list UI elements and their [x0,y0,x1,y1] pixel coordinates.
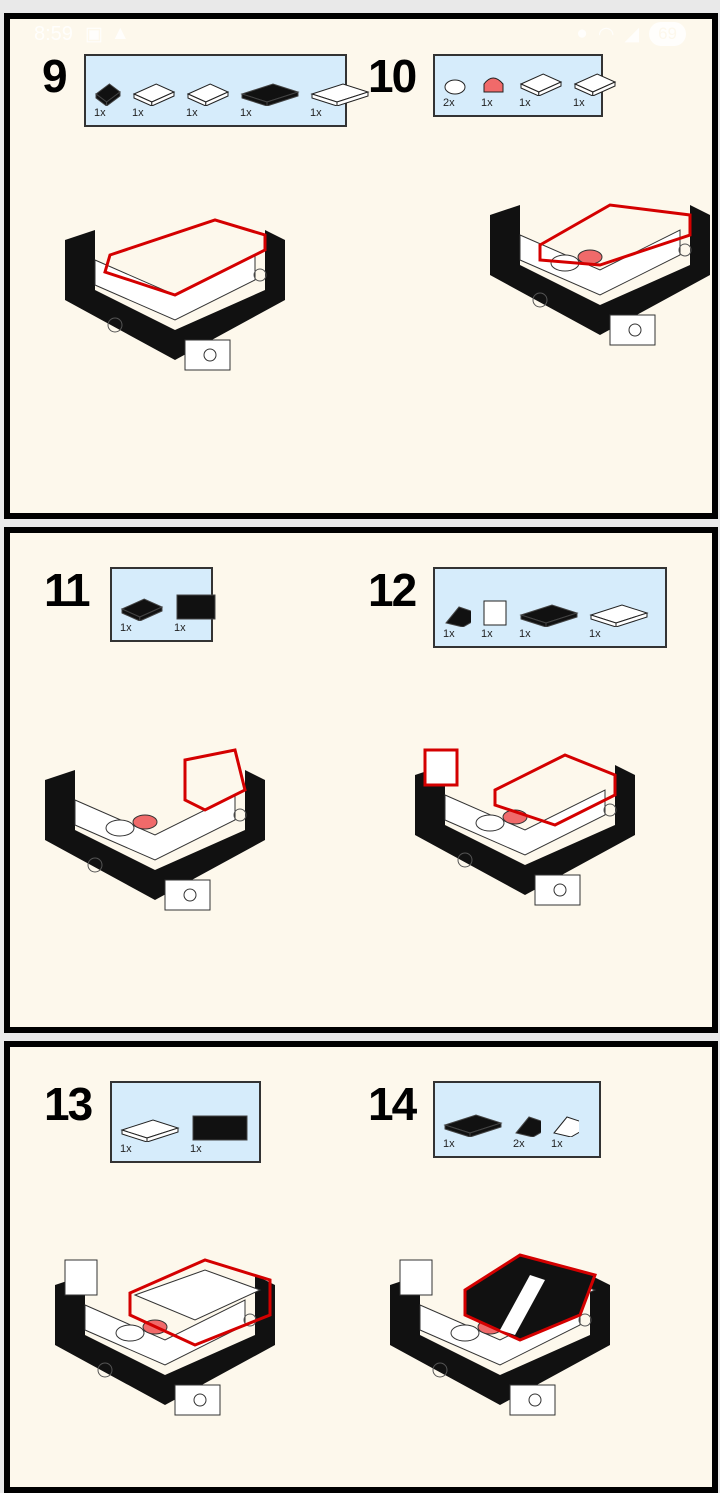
part-quantity: 1x [120,622,132,634]
part-item: 1x [94,82,122,119]
part-quantity: 1x [519,97,531,109]
parts-list-step-11: 1x 1x [110,567,216,642]
step-number: 12 [368,564,417,616]
part-plate-2x3-icon [589,604,649,627]
parts-list-step-14: 1x 2x 1x [433,1081,601,1158]
part-item: 1x [190,1108,250,1155]
step-number: 11 [44,564,91,616]
part-item: 1x [551,1113,579,1150]
part-item: 1x [240,82,300,119]
signal-icon: ◢ [624,23,640,45]
model-illustration-step-10 [480,175,720,380]
part-quantity: 2x [443,97,455,109]
part-quantity: 1x [190,1143,202,1155]
part-item: 1x [481,593,509,640]
part-item: 1x [573,72,617,109]
part-item: 1x [519,603,579,640]
part-quantity: 1x [519,628,531,640]
part-quantity: 1x [443,1138,455,1150]
part-item: 1x [481,72,509,109]
part-quantity: 1x [481,628,493,640]
step-number: 13 [44,1078,93,1130]
model-illustration-step-13 [45,1245,305,1450]
part-quantity: 2x [513,1138,525,1150]
step-number: 14 [368,1078,417,1130]
parts-list-step-13: 1x 1x [110,1081,261,1163]
part-brick-1x2-icon [176,594,216,620]
part-quantity: 1x [186,107,198,119]
part-item: 1x [120,597,164,634]
part-tile-1x1-icon [95,83,121,106]
part-plate-2x2-icon [240,83,300,106]
part-plate-1x2-jumper-icon [573,73,617,96]
wifi-icon: ◠ [597,23,615,45]
part-quantity: 1x [310,107,322,119]
part-quantity: 1x [551,1138,563,1150]
part-plate-1x2-icon [132,83,176,106]
parts-list-step-9: 1x 1x 1x 1x 1x [84,54,370,127]
part-item: 1x [186,82,230,119]
part-plate-1x2-jumper-icon [519,73,563,96]
part-plate-2x3-icon [120,1119,180,1142]
part-quantity: 1x [174,622,186,634]
part-plate-1x2-jumper-icon [186,83,230,106]
part-item: 1x [589,603,649,640]
step-number: 9 [42,50,68,102]
part-quantity: 1x [240,107,252,119]
model-illustration-step-11 [35,740,295,945]
model-illustration-step-9 [55,200,315,405]
part-quarter-tile-icon [483,77,504,93]
status-bar: 8:59 ▣ ▲ ● ◠ ◢ 69 [34,20,686,48]
part-brick-1x1-icon [483,600,507,626]
model-illustration-step-12 [405,735,665,940]
part-plate-1x2-round-icon [120,598,164,621]
battery-indicator: 69 [649,22,686,46]
step-number: 10 [368,50,417,102]
part-quantity: 1x [132,107,144,119]
part-quantity: 1x [589,628,601,640]
part-round-tile-icon [444,79,466,95]
part-item: 1x [132,82,176,119]
part-slope-icon [553,1116,579,1137]
status-time: 8:59 [34,22,73,45]
part-item: 2x [513,1113,541,1150]
location-icon: ● [576,23,588,44]
part-quantity: 1x [481,97,493,109]
part-quantity: 1x [573,97,585,109]
part-item: 1x [443,1113,503,1150]
part-slope-icon [515,1116,541,1137]
parts-list-step-12: 1x 1x 1x 1x [433,567,667,648]
part-slope-icon [445,606,471,627]
part-item: 1x [519,72,563,109]
part-item: 1x [174,587,218,634]
part-item: 1x [443,603,471,640]
part-plate-2x2-icon [310,83,370,106]
part-item: 1x [310,82,370,119]
part-item: 1x [120,1118,180,1155]
parts-list-step-10: 2x 1x 1x 1x [433,54,617,117]
lock-icon: ▲ [110,23,130,44]
model-illustration-step-14 [380,1245,640,1450]
part-brick-1x3-icon [192,1115,248,1141]
part-item: 2x [443,72,471,109]
part-quantity: 1x [94,107,106,119]
part-quantity: 1x [120,1143,132,1155]
part-plate-1x3-icon [443,1114,503,1137]
part-plate-1x3-icon [519,604,579,627]
part-quantity: 1x [443,628,455,640]
gallery-icon: ▣ [84,23,103,45]
